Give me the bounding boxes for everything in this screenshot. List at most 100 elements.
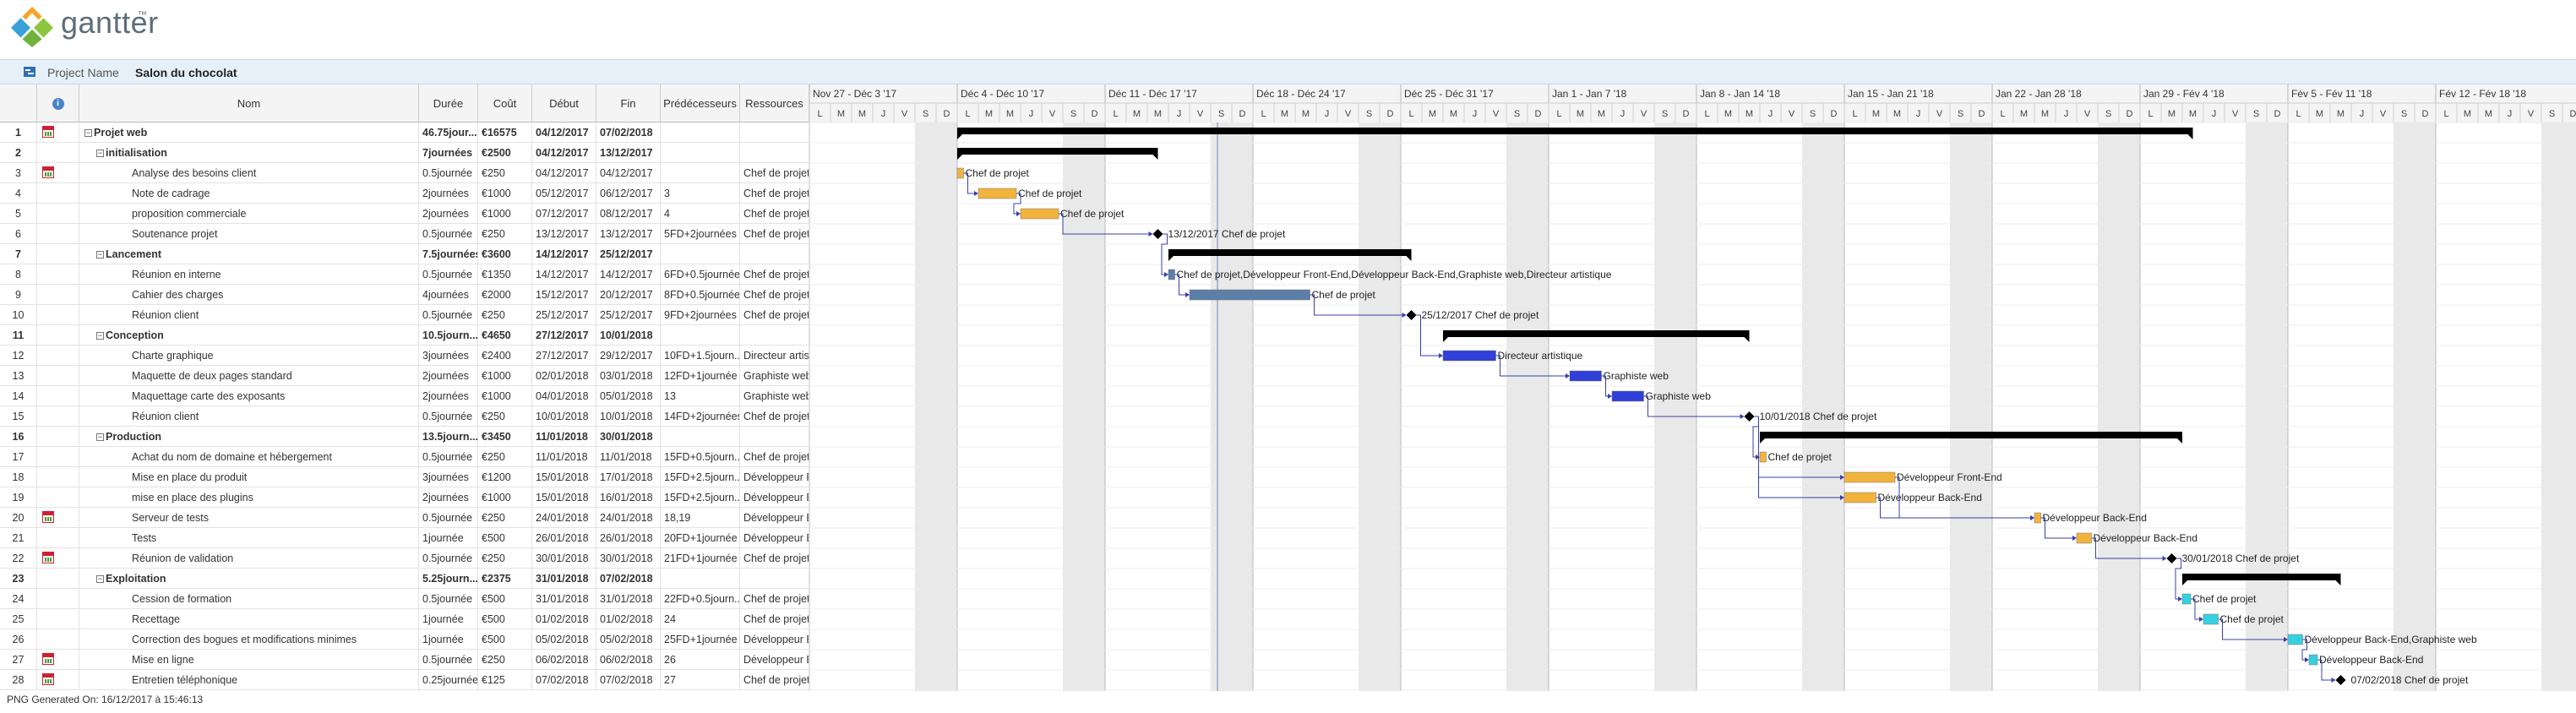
task-cost[interactable]: €500 (478, 629, 532, 650)
col-header-duration[interactable]: Durée (419, 84, 478, 122)
task-duration[interactable]: 0.5journée (419, 224, 478, 244)
task-name[interactable]: Réunion client (79, 305, 419, 325)
task-name[interactable]: −Conception (79, 325, 419, 346)
task-predecessors[interactable]: 6FD+0.5journée (661, 264, 740, 285)
task-duration[interactable]: 0.5journée (419, 264, 478, 285)
task-start[interactable]: 27/12/2017 (532, 325, 596, 346)
task-num[interactable]: 5 (0, 204, 37, 224)
task-duration[interactable]: 2journées (419, 386, 478, 406)
task-resources[interactable]: Développeur Front-End (740, 467, 809, 487)
task-cost[interactable]: €3600 (478, 244, 532, 264)
task-start[interactable]: 26/01/2018 (532, 528, 596, 548)
task-start[interactable]: 04/12/2017 (532, 163, 596, 183)
project-name-value[interactable]: Salon du chocolat (135, 66, 237, 79)
task-predecessors[interactable]: 10FD+1.5journ... (661, 346, 740, 366)
task-name[interactable]: Recettage (79, 609, 419, 629)
task-cost[interactable]: €250 (478, 163, 532, 183)
task-name[interactable]: Charte graphique (79, 346, 419, 366)
task-resources[interactable] (740, 122, 809, 143)
task-cost[interactable]: €250 (478, 224, 532, 244)
task-predecessors[interactable]: 22FD+0.5journ... (661, 589, 740, 609)
task-predecessors[interactable]: 15FD+0.5journ... (661, 447, 740, 467)
task-duration[interactable]: 1journée (419, 629, 478, 650)
task-cost[interactable]: €250 (478, 650, 532, 670)
task-duration[interactable]: 0.5journée (419, 508, 478, 528)
task-duration[interactable]: 46.75jour... (419, 122, 478, 143)
task-cost[interactable]: €500 (478, 589, 532, 609)
task-cost[interactable]: €500 (478, 609, 532, 629)
task-cost[interactable]: €125 (478, 670, 532, 690)
col-header-end[interactable]: Fin (596, 84, 661, 122)
task-num[interactable]: 26 (0, 629, 37, 650)
task-start[interactable]: 01/02/2018 (532, 609, 596, 629)
task-num[interactable]: 22 (0, 548, 37, 569)
task-name[interactable]: −Exploitation (79, 569, 419, 589)
task-resources[interactable] (740, 427, 809, 447)
task-num[interactable]: 11 (0, 325, 37, 346)
task-duration[interactable]: 2journées (419, 366, 478, 386)
task-start[interactable]: 14/12/2017 (532, 244, 596, 264)
task-start[interactable]: 31/01/2018 (532, 589, 596, 609)
task-duration[interactable]: 0.5journée (419, 305, 478, 325)
task-predecessors[interactable]: 20FD+1journée (661, 528, 740, 548)
task-cost[interactable]: €1000 (478, 386, 532, 406)
task-num[interactable]: 20 (0, 508, 37, 528)
task-predecessors[interactable] (661, 163, 740, 183)
task-predecessors[interactable]: 4 (661, 204, 740, 224)
task-start[interactable]: 24/01/2018 (532, 508, 596, 528)
task-name[interactable]: Serveur de tests (79, 508, 419, 528)
task-resources[interactable]: Chef de projet (740, 548, 809, 569)
collapse-toggle-icon[interactable]: − (84, 128, 92, 138)
task-num[interactable]: 18 (0, 467, 37, 487)
task-cost[interactable]: €1000 (478, 183, 532, 204)
task-resources[interactable]: Développeur Back-End (740, 629, 809, 650)
task-resources[interactable]: Chef de projet (740, 305, 809, 325)
task-duration[interactable]: 0.5journée (419, 650, 478, 670)
task-duration[interactable]: 2journées (419, 204, 478, 224)
task-num[interactable]: 2 (0, 143, 37, 163)
task-start[interactable]: 25/12/2017 (532, 305, 596, 325)
task-resources[interactable]: Développeur Back-End (740, 650, 809, 670)
task-end[interactable]: 20/12/2017 (596, 285, 661, 305)
task-end[interactable]: 05/01/2018 (596, 386, 661, 406)
task-predecessors[interactable]: 18,19 (661, 508, 740, 528)
task-duration[interactable]: 1journée (419, 609, 478, 629)
task-predecessors[interactable]: 26 (661, 650, 740, 670)
task-end[interactable]: 10/01/2018 (596, 406, 661, 427)
task-predecessors[interactable]: 21FD+1journée (661, 548, 740, 569)
task-predecessors[interactable]: 24 (661, 609, 740, 629)
task-name[interactable]: Cession de formation (79, 589, 419, 609)
task-resources[interactable]: Graphiste web (740, 386, 809, 406)
task-cost[interactable]: €2375 (478, 569, 532, 589)
task-name[interactable]: −Lancement (79, 244, 419, 264)
task-start[interactable]: 04/12/2017 (532, 122, 596, 143)
task-resources[interactable] (740, 325, 809, 346)
task-end[interactable]: 31/01/2018 (596, 589, 661, 609)
task-cost[interactable]: €1200 (478, 467, 532, 487)
task-start[interactable]: 02/01/2018 (532, 366, 596, 386)
task-end[interactable]: 06/12/2017 (596, 183, 661, 204)
task-predecessors[interactable]: 5FD+2journées (661, 224, 740, 244)
task-num[interactable]: 21 (0, 528, 37, 548)
col-header-predecessors[interactable]: Prédécesseurs (661, 84, 740, 122)
task-end[interactable]: 08/12/2017 (596, 204, 661, 224)
task-num[interactable]: 17 (0, 447, 37, 467)
task-predecessors[interactable] (661, 427, 740, 447)
task-end[interactable]: 05/02/2018 (596, 629, 661, 650)
task-start[interactable]: 11/01/2018 (532, 427, 596, 447)
task-start[interactable]: 05/02/2018 (532, 629, 596, 650)
task-start[interactable]: 06/02/2018 (532, 650, 596, 670)
task-end[interactable]: 07/02/2018 (596, 670, 661, 690)
collapse-toggle-icon[interactable]: − (96, 250, 104, 259)
task-duration[interactable]: 3journées (419, 467, 478, 487)
task-resources[interactable]: Chef de projet (740, 670, 809, 690)
task-num[interactable]: 16 (0, 427, 37, 447)
